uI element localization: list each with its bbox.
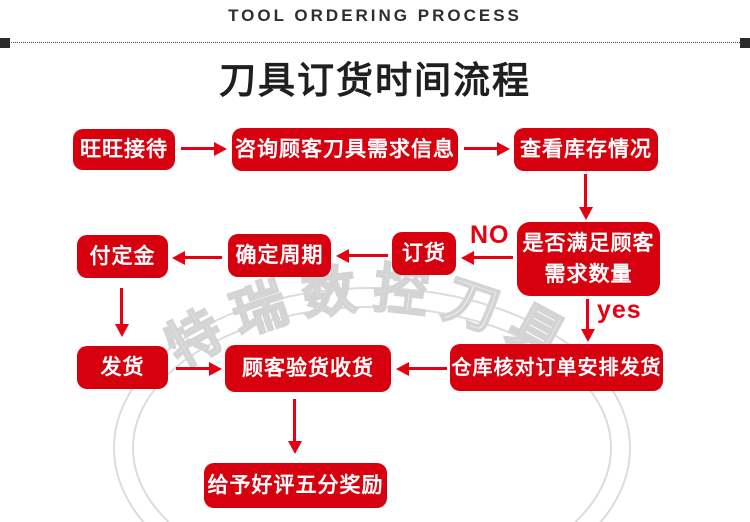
divider-end-square-left (0, 38, 10, 48)
arrow-satisfy-to-order-no (461, 250, 513, 265)
branch-label-yes: yes (597, 296, 642, 324)
flow-node-ship-goods: 发货 (77, 346, 168, 389)
arrow-warehouse-to-inspect (396, 361, 447, 376)
satisfy-line-1: 是否满足顾客 (522, 232, 655, 255)
arrow-cycle-to-deposit (172, 250, 222, 265)
flow-node-review-reward: 给予好评五分奖励 (204, 463, 387, 508)
page-title: 刀具订货时间流程 (219, 60, 531, 101)
arrow-consult-to-checkstock (464, 141, 510, 156)
arrow-inspect-to-reward (287, 399, 302, 454)
flow-node-pay-deposit: 付定金 (77, 235, 168, 278)
flow-node-warehouse-arrange: 仓库核对订单安排发货 (450, 344, 663, 391)
flow-node-customer-inspect: 顾客验货收货 (225, 345, 391, 392)
arrow-ship-to-inspect (176, 361, 222, 376)
divider-end-square-right (740, 38, 750, 48)
satisfy-line-2: 需求数量 (544, 263, 633, 286)
flow-node-confirm-cycle: 确定周期 (228, 234, 331, 277)
arrow-deposit-to-ship (114, 288, 129, 337)
arrow-satisfy-to-warehouse-yes (580, 299, 595, 342)
arrow-checkstock-to-satisfy (578, 174, 593, 220)
flow-node-check-stock: 查看库存情况 (514, 128, 658, 171)
english-header-title: TOOL ORDERING PROCESS (228, 6, 522, 25)
flow-node-place-order: 订货 (392, 232, 456, 275)
flow-node-consult-demand: 咨询顾客刀具需求信息 (232, 128, 458, 171)
watermark-inner-ellipse (132, 306, 612, 522)
watermark-outer-ellipse (113, 287, 631, 522)
arrow-wangwang-to-consult (181, 141, 227, 156)
dotted-divider (0, 38, 750, 48)
flow-node-satisfy-demand: 是否满足顾客 需求数量 (517, 222, 660, 296)
arrow-order-to-cycle (336, 248, 388, 263)
branch-label-no: NO (470, 221, 510, 249)
flow-node-wangwang-reception: 旺旺接待 (73, 129, 175, 170)
